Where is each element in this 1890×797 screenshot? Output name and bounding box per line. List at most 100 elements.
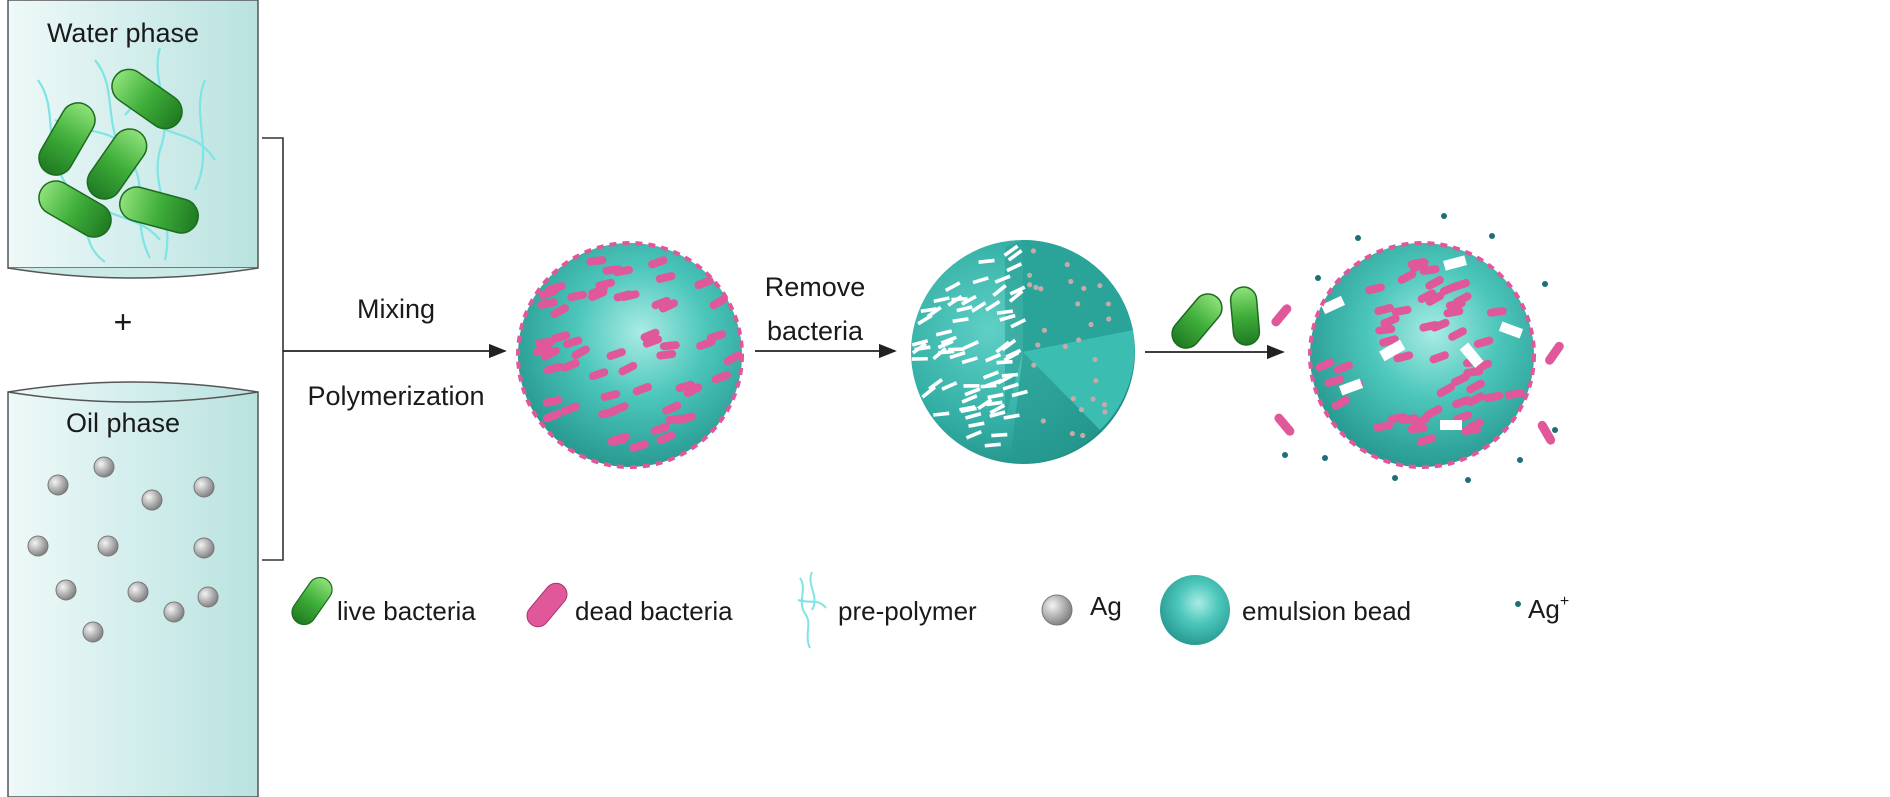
dead-bacterium-mark: [1436, 383, 1456, 398]
dead-bacterium-mark: [1419, 320, 1440, 332]
cutaway-bead: [911, 239, 1135, 464]
pore-mark: [1003, 413, 1020, 420]
pore-mark: [920, 307, 937, 314]
legend-pre-polymer: pre-polymer: [797, 571, 977, 649]
pore-mark: [999, 313, 1016, 322]
dead-bacterium-mark: [571, 345, 590, 360]
dead-bacterium-mark: [676, 412, 696, 425]
dead-bacterium-mark: [694, 276, 714, 290]
dead-bacterium-mark: [1333, 361, 1353, 374]
live-bacterium-icon: [291, 576, 333, 626]
dead-bacterium-mark: [560, 402, 580, 416]
dead-bacterium-mark: [532, 344, 553, 357]
dead-bacterium-mark: [1391, 305, 1412, 316]
dead-bacterium-mark: [542, 396, 563, 407]
pore-mark: [944, 281, 961, 293]
ag-dot: [1040, 418, 1046, 424]
pore-mark: [932, 347, 947, 361]
legend-ag-ion: Ag+: [1515, 593, 1569, 624]
pore-mark: [911, 356, 928, 361]
legend-bead-label: emulsion bead: [1242, 596, 1411, 626]
pore-mark: [947, 294, 963, 307]
dead-bacterium-mark: [550, 304, 569, 319]
pore-mark: [989, 410, 1006, 418]
escaping-dead-bacteria: [1274, 341, 1564, 445]
pore-mark: [984, 442, 1001, 448]
water-phase-bacteria: [38, 68, 199, 238]
pore-mark: [961, 294, 977, 306]
pore-mark: [982, 370, 1000, 380]
ag-dot: [1081, 285, 1087, 291]
pore-mark: [991, 432, 1008, 438]
pore-mark: [921, 385, 937, 399]
pore-mark: [952, 317, 969, 324]
legend-live-label: live bacteria: [337, 596, 476, 626]
pore-mark: [968, 421, 985, 428]
dead-bacterium-mark: [537, 298, 558, 309]
ag-dot: [1075, 301, 1081, 307]
dead-bacterium-mark: [659, 299, 678, 313]
dead-bacterium-mark: [1439, 282, 1460, 296]
dead-bacterium-mark: [675, 380, 696, 393]
dead-bacterium-icon: [526, 582, 568, 628]
dead-bacterium-mark: [1423, 405, 1443, 419]
dead-bacterium-mark: [1375, 325, 1396, 335]
bead3-pores: [1320, 255, 1524, 430]
ag-dot: [1097, 282, 1103, 289]
pore-mark: [949, 350, 966, 360]
ag-ion-icon: [1515, 601, 1521, 607]
pore-mark: [956, 305, 973, 313]
pore-mark: [1003, 244, 1019, 257]
dead-bacterium-mark: [1379, 335, 1399, 347]
pore-mark: [911, 339, 929, 347]
dead-bacterium-mark: [1452, 396, 1472, 409]
dead-bacterium-mark: [543, 362, 564, 375]
dead-bacterium-mark: [1411, 414, 1430, 428]
dead-bacterium-mark: [709, 295, 728, 310]
bacteria-label: bacteria: [767, 316, 864, 346]
pore-mark: [1010, 318, 1027, 329]
dead-bacterium-mark: [562, 336, 583, 349]
ag-particle-icon: [1041, 594, 1073, 626]
dead-bacterium-mark: [595, 278, 615, 290]
pore-mark: [1007, 249, 1023, 262]
ag-dot: [1088, 321, 1094, 328]
dead-bacterium-mark: [1486, 307, 1507, 317]
dead-bacterium-mark: [1407, 424, 1428, 434]
dead-bacterium-mark: [550, 331, 571, 343]
dead-bacterium-mark: [1397, 270, 1417, 284]
dead-bacterium-mark: [1393, 351, 1414, 363]
bead-ag-dots: [1026, 248, 1112, 439]
pore-mark: [1005, 348, 1022, 359]
dead-bacterium-mark: [1451, 372, 1470, 387]
emulsion-bead-icon: [1160, 575, 1230, 645]
legend-live-bacteria: live bacteria: [291, 576, 476, 626]
dead-bacterium-mark: [1466, 379, 1485, 394]
ag-dot: [1069, 430, 1075, 437]
dead-bacterium-mark: [1448, 327, 1467, 341]
dead-bacterium-mark: [1398, 414, 1419, 425]
dead-bacterium-mark: [632, 383, 652, 396]
ag-dot: [1041, 327, 1048, 333]
dead-bacterium-mark: [1407, 257, 1428, 269]
legend-ag: Ag: [1041, 591, 1122, 626]
dead-bacterium-mark: [640, 328, 660, 342]
dead-bacterium-mark: [1374, 303, 1394, 316]
pore-mark: [961, 394, 978, 404]
pore-mark: [935, 329, 953, 337]
dead-bacterium-mark: [1419, 265, 1440, 275]
ag-dot: [1093, 378, 1099, 384]
dead-bacterium-mark: [609, 402, 629, 415]
legend-dead-bacteria: dead bacteria: [526, 582, 733, 628]
oil-phase-container: Oil phase: [7, 381, 259, 797]
pore-mark: [964, 411, 982, 420]
pore-mark: [940, 335, 957, 345]
dead-bacterium-mark: [1452, 292, 1472, 306]
ag-dot: [1080, 432, 1086, 439]
legend-ion-sup: +: [1560, 593, 1569, 610]
dead-bacterium-mark: [1466, 392, 1486, 407]
dead-bacterium-mark: [560, 359, 580, 372]
dead-bacterium-mark: [648, 256, 668, 269]
pore-mark: [911, 342, 927, 355]
dead-bacterium-mark: [541, 346, 560, 361]
